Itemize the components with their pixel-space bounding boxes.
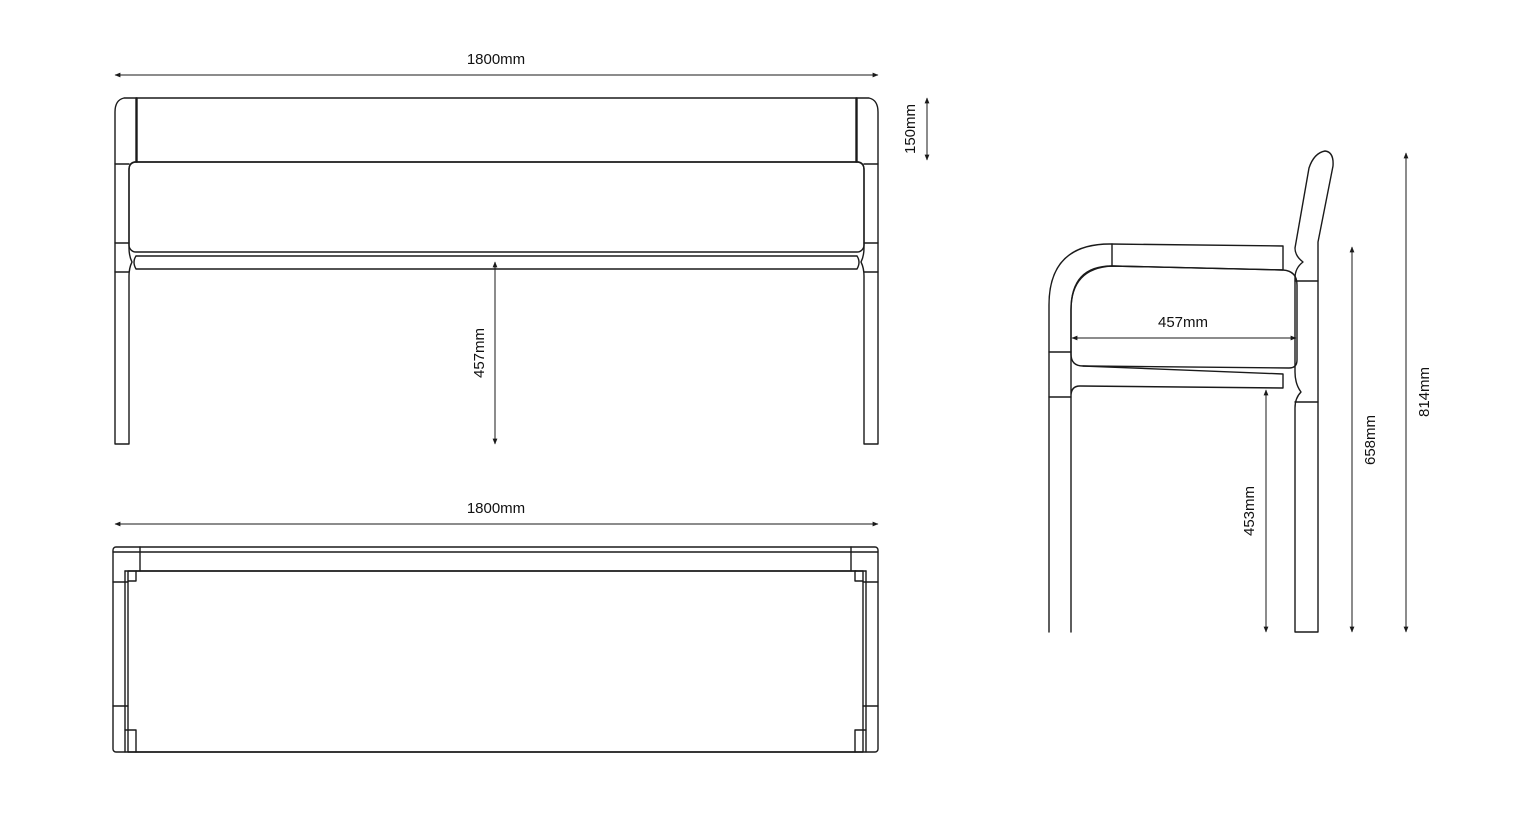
- side-back-post: [1294, 150, 1334, 633]
- front-seat-cushion: [128, 161, 865, 253]
- front-seat-rail: [133, 255, 860, 270]
- side-clearance-label: 453mm: [1241, 486, 1258, 536]
- top-outline: [112, 546, 879, 753]
- front-left-end-frame: [114, 97, 138, 445]
- top-seat: [127, 570, 864, 753]
- front-view: 1800mm 150mm 457mm: [114, 51, 930, 445]
- top-width-label: 1800mm: [467, 500, 525, 517]
- front-seat-height-label: 457mm: [471, 328, 488, 378]
- front-right-end-frame: [855, 97, 879, 445]
- front-back-height-label: 150mm: [902, 104, 919, 154]
- side-view: 457mm 453mm 658mm 814mm: [1048, 150, 1433, 633]
- side-arm-height-label: 658mm: [1362, 415, 1379, 465]
- top-view: 1800mm: [112, 500, 879, 753]
- side-arm-frame: [1048, 243, 1284, 633]
- side-total-height-label: 814mm: [1416, 367, 1433, 417]
- front-width-label: 1800mm: [467, 51, 525, 68]
- front-backrest: [135, 97, 858, 163]
- side-seat-depth-label: 457mm: [1158, 314, 1208, 331]
- side-seat-cushion: [1070, 265, 1298, 369]
